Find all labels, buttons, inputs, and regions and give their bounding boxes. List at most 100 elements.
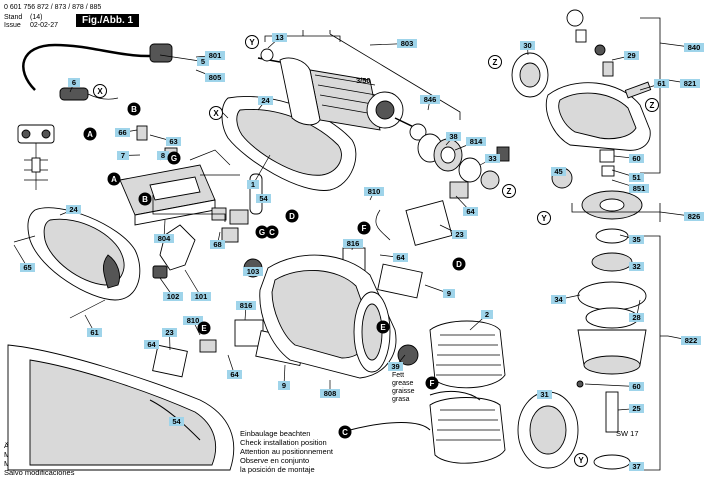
svg-text:7: 7 (121, 151, 125, 160)
svg-text:808: 808 (324, 389, 337, 398)
svg-text:54: 54 (259, 194, 268, 203)
part-label-23: 23 (162, 328, 177, 337)
part-label-65: 65 (20, 263, 35, 272)
wrench-size-label: SW 17 (616, 429, 639, 438)
part-label-13: 13 (272, 33, 287, 42)
power-cable-drawing (22, 43, 173, 101)
svg-text:32: 32 (632, 262, 640, 271)
svg-text:13: 13 (275, 33, 283, 42)
svg-text:801: 801 (209, 51, 222, 60)
svg-text:846: 846 (424, 95, 437, 104)
callout-d: D (452, 257, 466, 271)
callout-g: G (167, 151, 181, 165)
part-label-101: 101 (191, 292, 211, 301)
svg-text:G: G (171, 154, 177, 163)
callout-f: F (357, 221, 371, 235)
callout-b: B (138, 192, 152, 206)
leader-line (159, 54, 204, 62)
part-label-31: 31 (537, 390, 552, 399)
svg-text:5: 5 (201, 57, 205, 66)
part-label-808: 808 (320, 389, 340, 398)
part-label-29: 29 (624, 51, 639, 60)
svg-text:826: 826 (688, 212, 701, 221)
part-number-list: 0 601 756 872 / 873 / 878 / 885 (4, 4, 102, 11)
svg-text:814: 814 (470, 137, 483, 146)
part-label-61: 61 (87, 328, 102, 337)
callout-c: C (265, 225, 279, 239)
callout-z: Z (502, 184, 516, 198)
motor-housing-drawing (243, 254, 397, 379)
svg-text:30: 30 (523, 41, 531, 50)
svg-text:37: 37 (632, 462, 640, 471)
part-label-64: 64 (227, 370, 242, 379)
part-label-24: 24 (66, 205, 81, 214)
part-label-64: 64 (393, 253, 408, 262)
svg-text:23: 23 (165, 328, 173, 337)
svg-text:31: 31 (540, 390, 548, 399)
part-label-2: 2 (481, 310, 493, 319)
bearing-and-ring-parts-drawing (409, 123, 510, 190)
svg-text:8: 8 (161, 151, 165, 160)
callout-z: Z (488, 55, 502, 69)
part-label-6: 6 (68, 78, 80, 87)
grease-note: Fett grease graisse grasa (392, 372, 415, 403)
part-label-9: 9 (278, 381, 290, 390)
part-label-28: 28 (629, 313, 644, 322)
svg-text:Z: Z (493, 58, 498, 67)
svg-text:810: 810 (368, 187, 381, 196)
svg-text:Y: Y (541, 214, 547, 223)
svg-text:33: 33 (488, 154, 496, 163)
part-label-61: 61 (654, 79, 669, 88)
part-label-30: 30 (520, 41, 535, 50)
spindle-assembly-drawing (551, 167, 647, 470)
callout-y: Y (245, 35, 259, 49)
svg-text:23: 23 (455, 230, 463, 239)
part-label-803: 803 (397, 39, 417, 48)
svg-text:B: B (131, 105, 137, 114)
part-label-63: 63 (166, 137, 181, 146)
svg-text:34: 34 (554, 295, 563, 304)
svg-text:64: 64 (147, 340, 156, 349)
callout-y: Y (537, 211, 551, 225)
svg-text:X: X (213, 109, 219, 118)
svg-text:E: E (201, 324, 207, 333)
leader-line (584, 383, 637, 387)
svg-text:25: 25 (632, 404, 640, 413)
part-label-54: 54 (256, 194, 271, 203)
part-label-35: 35 (629, 235, 644, 244)
callout-f: F (425, 376, 439, 390)
part-label-810: 810 (183, 316, 203, 325)
svg-text:1: 1 (251, 180, 255, 189)
svg-text:A: A (87, 130, 93, 139)
svg-text:Z: Z (650, 101, 655, 110)
svg-text:60: 60 (632, 382, 640, 391)
svg-text:804: 804 (158, 234, 171, 243)
svg-text:64: 64 (466, 207, 475, 216)
callout-a: A (107, 172, 121, 186)
svg-text:39: 39 (391, 362, 399, 371)
part-label-9: 9 (443, 289, 455, 298)
part-label-32: 32 (629, 262, 644, 271)
part-label-826: 826 (684, 212, 704, 221)
svg-text:103: 103 (247, 267, 260, 276)
part-label-821: 821 (680, 79, 700, 88)
svg-text:45: 45 (554, 167, 562, 176)
svg-text:28: 28 (632, 313, 640, 322)
svg-text:822: 822 (685, 336, 698, 345)
svg-text:6: 6 (72, 78, 76, 87)
svg-text:C: C (342, 428, 348, 437)
svg-text:E: E (380, 323, 386, 332)
part-label-8: 8 (157, 151, 169, 160)
svg-text:C: C (269, 228, 275, 237)
svg-text:24: 24 (69, 205, 78, 214)
switch-schematic (17, 124, 55, 190)
callout-d: D (285, 209, 299, 223)
svg-text:65: 65 (23, 263, 31, 272)
figure-label: Fig./Abb. 1 (76, 14, 140, 27)
svg-text:D: D (456, 260, 462, 269)
svg-text:35: 35 (632, 235, 640, 244)
part-label-801: 801 (205, 51, 225, 60)
part-label-851: 851 (629, 184, 649, 193)
part-label-60: 60 (629, 154, 644, 163)
